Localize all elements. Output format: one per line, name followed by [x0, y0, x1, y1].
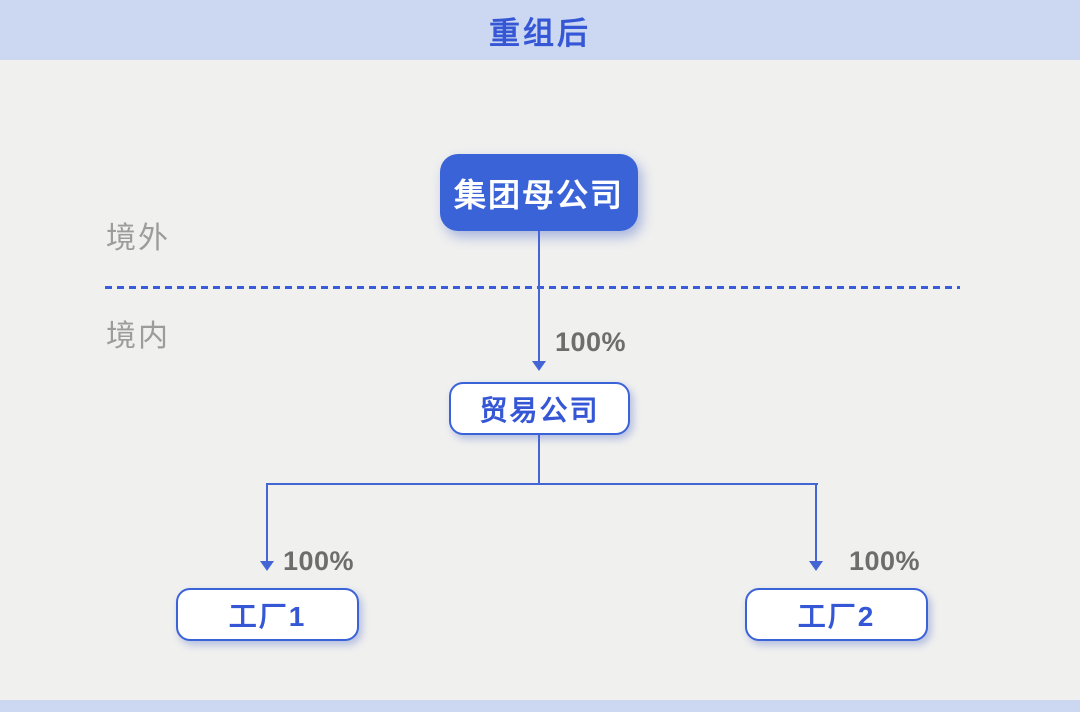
node-label: 贸易公司 [479, 394, 600, 426]
offshore-region-label: 境外 [106, 222, 170, 255]
onshore-region-label: 境内 [106, 320, 170, 353]
arrow-down-icon [532, 361, 546, 371]
border-divider-line [105, 286, 960, 289]
connector-to-factory2 [815, 483, 817, 561]
connector-parent-to-trading [538, 231, 540, 363]
connector-to-factory1 [266, 483, 268, 561]
arrow-down-icon [809, 561, 823, 571]
node-label: 工厂1 [228, 600, 307, 632]
node-factory-1: 工厂1 [176, 588, 359, 641]
node-trading-company: 贸易公司 [449, 382, 630, 435]
node-label: 工厂2 [797, 600, 876, 632]
ownership-label-factory2: 100% [849, 546, 921, 576]
branch-horizontal-line [266, 483, 818, 485]
header-band [0, 0, 1080, 60]
arrow-down-icon [260, 561, 274, 571]
node-group-parent-company: 集团母公司 [440, 154, 638, 231]
node-factory-2: 工厂2 [745, 588, 928, 641]
ownership-label-factory1: 100% [283, 546, 355, 576]
diagram-title: 重组后 [489, 15, 591, 51]
footer-band [0, 700, 1080, 712]
node-label: 集团母公司 [453, 176, 624, 213]
ownership-label-parent-trading: 100% [555, 327, 627, 357]
connector-trading-stem [538, 435, 540, 484]
